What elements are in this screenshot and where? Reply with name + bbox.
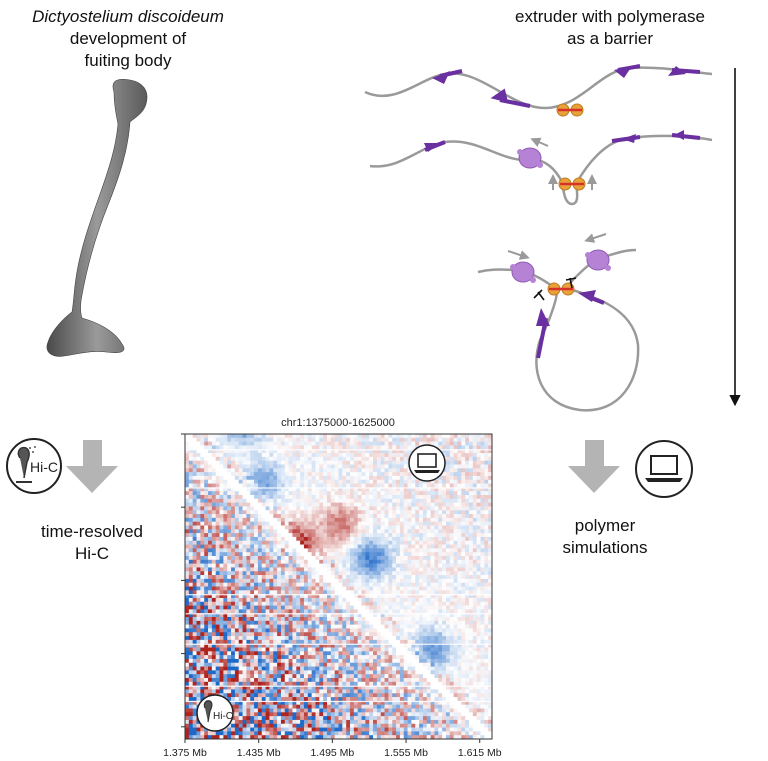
hic-label-line2: Hi-C bbox=[75, 544, 109, 563]
hic-badge-text: Hi-C bbox=[30, 459, 58, 475]
fruiting-body-label: fuiting body bbox=[84, 51, 172, 70]
polymerase-3 bbox=[585, 249, 611, 271]
hic-down-arrow bbox=[66, 440, 118, 493]
species-name: Dictyostelium discoideum bbox=[32, 7, 224, 26]
cohesin-extruder-2 bbox=[558, 177, 586, 191]
cohesin-extruder-1 bbox=[556, 103, 584, 117]
heatmap-frame bbox=[184, 433, 493, 740]
sim-down-arrow bbox=[568, 440, 620, 493]
extruder-subtitle: as a barrier bbox=[567, 29, 653, 48]
development-label: development of bbox=[69, 29, 187, 48]
polymerase-1 bbox=[517, 147, 543, 169]
extrusion-diagram bbox=[364, 64, 741, 412]
chromatin-strand-1 bbox=[364, 66, 713, 110]
slime-mold-icon bbox=[17, 446, 30, 479]
chromatin-loop bbox=[477, 248, 640, 412]
x-tick-label: 1.555 Mb bbox=[384, 747, 428, 759]
chromatin-strand-2 bbox=[369, 134, 713, 206]
heatmap-title: chr1:1375000-1625000 bbox=[281, 417, 395, 429]
hic-heatmap: chr1:1375000-1625000 1.375 Mb 1.435 Mb 1.4… bbox=[163, 417, 502, 759]
laptop-icon bbox=[645, 455, 683, 482]
barrier-stops bbox=[533, 277, 577, 301]
laptop-icon-small bbox=[414, 453, 440, 473]
hic-badge: Hi-C bbox=[6, 438, 62, 494]
map-hic-badge: Hi-C bbox=[196, 694, 234, 732]
x-tick-label: 1.375 Mb bbox=[163, 747, 207, 759]
heatmap-cells bbox=[185, 434, 492, 739]
polymerase-2 bbox=[510, 261, 536, 283]
cohesin-extruder-3 bbox=[547, 282, 575, 296]
extruder-title: extruder with polymerase bbox=[515, 7, 705, 26]
x-tick-label: 1.615 Mb bbox=[458, 747, 502, 759]
fruiting-body-illustration bbox=[46, 79, 148, 357]
slime-mold-icon-small bbox=[203, 700, 213, 723]
barrier-arrows-1 bbox=[432, 66, 686, 103]
hic-label-line1: time-resolved bbox=[40, 522, 144, 541]
map-computer-badge bbox=[408, 444, 446, 482]
map-hic-badge-text: Hi-C bbox=[213, 711, 233, 722]
heatmap-y-axis bbox=[181, 433, 185, 728]
x-tick-label: 1.495 Mb bbox=[310, 747, 354, 759]
sim-label-line2: simulations bbox=[562, 538, 648, 557]
x-tick-label: 1.435 Mb bbox=[237, 747, 281, 759]
sim-label-line1: polymer bbox=[574, 516, 636, 535]
heatmap-x-axis: 1.375 Mb 1.435 Mb 1.495 Mb 1.555 Mb 1.615 Mb bbox=[163, 739, 502, 759]
computer-badge bbox=[635, 440, 693, 498]
